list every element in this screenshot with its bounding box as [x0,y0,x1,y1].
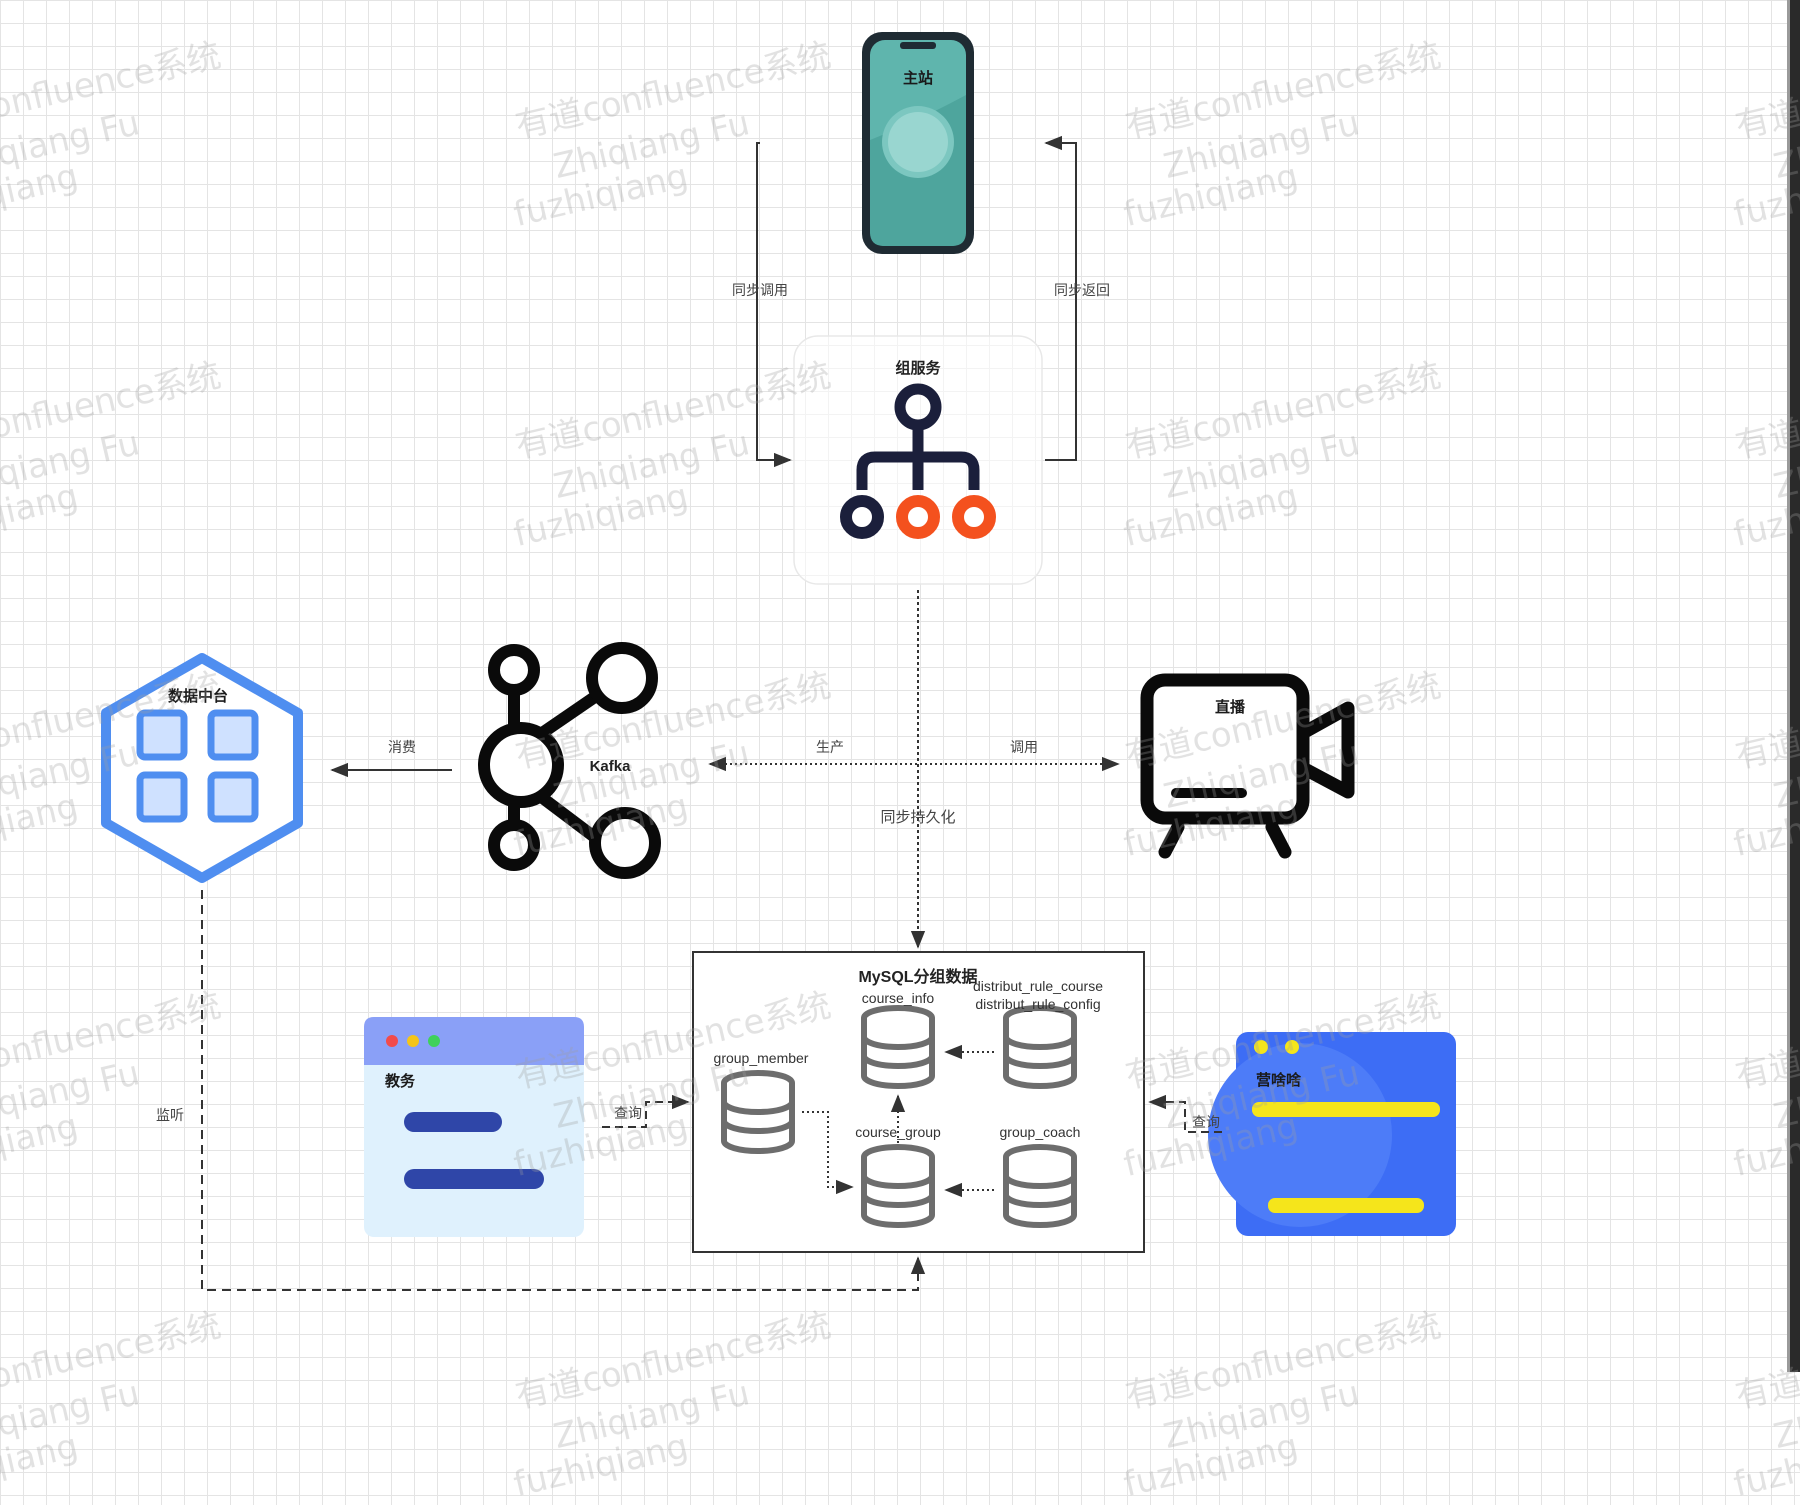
produce-label: 生产 [816,739,844,755]
main-site-node[interactable]: 主站 [862,32,974,254]
data-platform-label: 数据中台 [168,687,228,705]
db-cylinders [721,1005,1077,1228]
diagram-canvas: 主站 组服务 同步调用 同步返回 同步持久化 [101,32,1456,1291]
marketing-dot-2 [1285,1040,1299,1054]
group-service-node[interactable]: 组服务 [793,335,1043,585]
group-member-label: group_member [714,1050,809,1066]
data-platform-node[interactable]: 数据中台 [101,653,303,883]
marketing-label: 营啥啥 [1256,1071,1302,1089]
watermark-text: Zhiqiang Fu [550,1373,754,1457]
main-site-label: 主站 [903,69,933,87]
query-right-edge: 查询 [1148,1094,1222,1133]
mysql-label: MySQL分组数据 [858,967,977,986]
marketing-node[interactable]: 营啥啥 [1208,1032,1456,1236]
window-close-dot [386,1035,398,1047]
query-right-label: 查询 [1192,1114,1220,1130]
watermark-text: fuzhiqiang [510,1426,692,1505]
live-node[interactable]: 直播 [1140,673,1355,859]
course-group-db-icon [861,1144,935,1228]
canvas-edge-dark [1790,0,1800,1372]
kafka-label: Kafka [590,758,632,775]
query-left-label: 查询 [614,1105,642,1121]
group-member-db-icon [721,1070,795,1154]
table-relations [802,1044,994,1198]
produce-invoke-edge: 生产 调用 [708,739,1120,772]
sync-return-label: 同步返回 [1054,282,1110,298]
sync-call-label: 同步调用 [732,282,788,298]
consume-label: 消费 [388,739,416,755]
marketing-dot-1 [1254,1040,1268,1054]
academic-node[interactable]: 教务 [364,1017,584,1237]
kafka-node[interactable]: Kafka [478,642,661,879]
sync-persist-label: 同步持久化 [880,809,955,826]
invoke-label: 调用 [1010,739,1038,755]
canvas-edge [1787,0,1790,1372]
marketing-backdrop-circle [1208,1043,1392,1227]
listen-edge: 监听 [156,890,926,1291]
phone-notch [900,42,936,49]
academic-bar-2 [404,1169,544,1189]
academic-label: 教务 [384,1072,416,1090]
marketing-bar-1 [1252,1102,1440,1117]
live-label: 直播 [1215,698,1246,716]
watermark-text: Zhiqiang Fu [0,1373,144,1457]
distribute-rule-db-icon [1003,1005,1077,1089]
watermark-text: fuzhiqiang [1120,1426,1302,1505]
consume-edge: 消费 [330,739,452,778]
group-service-label: 组服务 [895,359,941,377]
academic-bar-1 [404,1112,502,1132]
sync-persist-edge: 同步持久化 [880,590,956,949]
course-info-label: course_info [862,990,935,1006]
sync-return-edge: 同步返回 [1044,135,1110,461]
grid-apps-icon [136,709,259,823]
group-coach-label: group_coach [1000,1124,1081,1140]
watermark-text: Zhiqiang Fu [1160,1373,1364,1457]
course-info-db-icon [861,1005,935,1089]
phone-ring-inner [888,112,948,172]
watermark-text: Zhiqiang Fu [1770,1373,1800,1457]
academic-window-header [364,1017,584,1065]
kafka-icon [478,642,661,879]
window-minimize-dot [407,1035,419,1047]
sync-call-edge: 同步调用 [732,142,792,468]
watermark-text: fuzhiqiang [1730,1426,1800,1505]
org-chart-icon [840,383,996,539]
video-camera-icon [1140,673,1355,859]
marketing-bar-2 [1268,1198,1424,1213]
group-coach-db-icon [1003,1144,1077,1228]
window-maximize-dot [428,1035,440,1047]
query-left-edge: 查询 [602,1094,690,1128]
watermark-text: fuzhiqiang [0,1426,82,1505]
listen-label: 监听 [156,1107,184,1123]
